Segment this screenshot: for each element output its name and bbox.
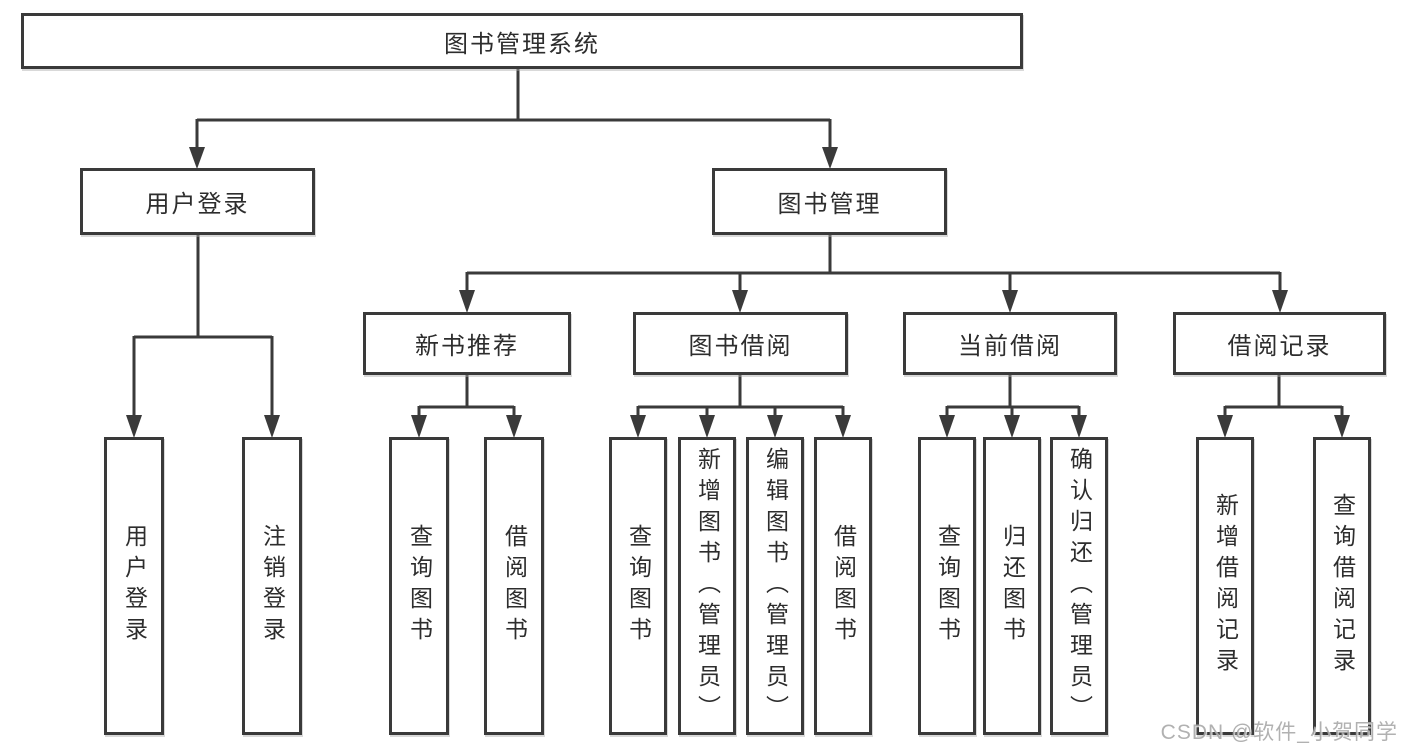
leaf-recommend-borrow-books-label: 借阅图书 (501, 524, 528, 648)
leaf-query-borrow-record: 查询借阅记录 (1313, 437, 1371, 735)
leaf-current-query-books: 查询图书 (918, 437, 976, 735)
leaf-borrowing-query-books-label: 查询图书 (625, 524, 652, 648)
leaf-return-books: 归还图书 (983, 437, 1041, 735)
node-book-management: 图书管理 (712, 168, 947, 235)
node-borrowing-records: 借阅记录 (1173, 312, 1386, 375)
leaf-borrowing-borrow-books-label: 借阅图书 (830, 524, 857, 648)
leaf-user-login-label: 用户登录 (121, 524, 148, 648)
leaf-confirm-return-admin: 确认归还（管理员） (1050, 437, 1108, 735)
leaf-add-borrow-record: 新增借阅记录 (1196, 437, 1254, 735)
leaf-recommend-query-books: 查询图书 (389, 437, 449, 735)
leaf-recommend-borrow-books: 借阅图书 (484, 437, 544, 735)
node-current-borrowing: 当前借阅 (903, 312, 1117, 375)
node-user-login: 用户登录 (80, 168, 315, 235)
leaf-recommend-query-books-label: 查询图书 (406, 524, 433, 648)
leaf-logout: 注销登录 (242, 437, 302, 735)
leaf-borrowing-borrow-books: 借阅图书 (814, 437, 872, 735)
node-new-book-recommendation: 新书推荐 (363, 312, 571, 375)
leaf-logout-label: 注销登录 (259, 524, 286, 648)
leaf-user-login: 用户登录 (104, 437, 164, 735)
leaf-edit-books-admin: 编辑图书（管理员） (746, 437, 804, 735)
leaf-add-borrow-record-label: 新增借阅记录 (1212, 493, 1239, 679)
leaf-add-books-admin: 新增图书（管理员） (678, 437, 736, 735)
leaf-current-query-books-label: 查询图书 (934, 524, 961, 648)
node-library-management-system: 图书管理系统 (21, 13, 1023, 69)
leaf-add-books-admin-label: 新增图书（管理员） (694, 446, 721, 726)
csdn-watermark: CSDN @软件_小贺同学 (1160, 721, 1398, 744)
leaf-return-books-label: 归还图书 (999, 524, 1026, 648)
leaf-edit-books-admin-label: 编辑图书（管理员） (762, 446, 789, 726)
leaf-query-borrow-record-label: 查询借阅记录 (1329, 493, 1356, 679)
leaf-borrowing-query-books: 查询图书 (609, 437, 667, 735)
node-book-borrowing: 图书借阅 (633, 312, 848, 375)
leaf-confirm-return-admin-label: 确认归还（管理员） (1066, 446, 1093, 726)
